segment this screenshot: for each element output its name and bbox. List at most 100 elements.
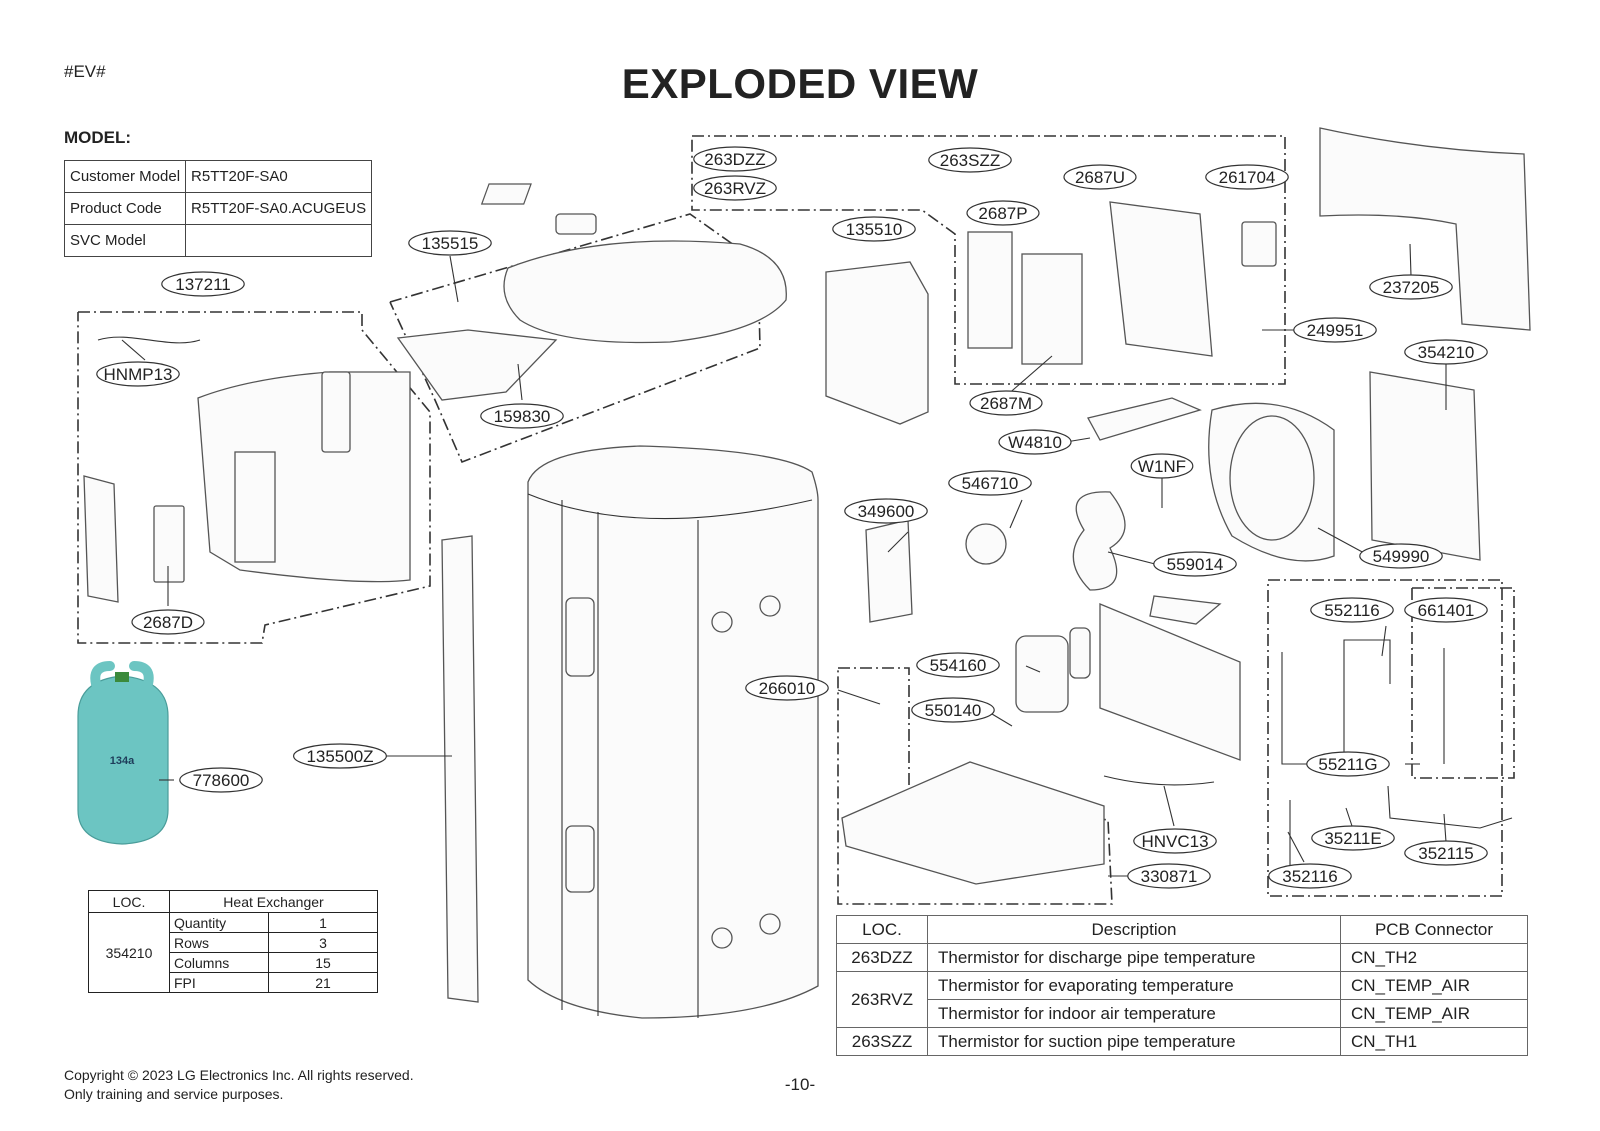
- callout-label: 266010: [759, 679, 816, 698]
- display-pcb-part: [153, 505, 185, 583]
- heater-cable-part: [1103, 775, 1215, 786]
- model-table: Customer Model R5TT20F-SA0 Product Code …: [63, 160, 373, 257]
- hx-value: 15: [268, 952, 378, 973]
- water-fitting-part: [711, 927, 733, 949]
- callout-label: 159830: [494, 407, 551, 426]
- callout-263szz: 263SZZ: [928, 147, 1012, 173]
- group-outline-side-cover: [77, 311, 431, 644]
- control-box-part: [825, 261, 929, 425]
- callout-2687u: 2687U: [1063, 164, 1137, 190]
- thermistor-row: 263DZZ Thermistor for discharge pipe tem…: [836, 943, 1528, 972]
- callout-w4810: W4810: [998, 429, 1072, 455]
- callout-354210: 354210: [1404, 339, 1488, 365]
- callout-554160: 554160: [916, 652, 1000, 678]
- top-bracket-part: [480, 183, 532, 205]
- model-value: R5TT20F-SA0.ACUGEUS: [185, 192, 373, 225]
- callout-661401: 661401: [1404, 597, 1488, 623]
- model-row: Product Code R5TT20F-SA0.ACUGEUS: [63, 192, 373, 225]
- piping-assembly-part: [1281, 639, 1391, 765]
- callout-label: 778600: [193, 771, 250, 790]
- thermistor-row: 263SZZ Thermistor for suction pipe tempe…: [836, 1027, 1528, 1056]
- callout-label: 263SZZ: [940, 151, 1000, 170]
- model-value: [185, 224, 373, 257]
- callout-2687d: 2687D: [131, 609, 205, 635]
- cabinet-rear-part: [1319, 127, 1531, 331]
- callout-label: 261704: [1219, 168, 1276, 187]
- callout-label: 2687M: [980, 394, 1032, 413]
- model-key: Product Code: [63, 192, 187, 225]
- thermistor-header-row: LOC. Description PCB Connector: [836, 915, 1528, 944]
- water-fitting-part: [759, 595, 781, 617]
- group-outline-valve: [1411, 587, 1515, 779]
- motor-bracket-part: [1087, 397, 1202, 441]
- callout-261704: 261704: [1205, 164, 1289, 190]
- water-fitting-part: [759, 913, 781, 935]
- thermistor-header: LOC.: [836, 915, 928, 944]
- callout-label: 559014: [1167, 555, 1224, 574]
- main-pcb-part: [967, 231, 1013, 349]
- callout-label: W1NF: [1138, 457, 1186, 476]
- callout-label: 137211: [175, 275, 230, 294]
- front-strip-part: [441, 535, 479, 1003]
- callout-hnvc13: HNVC13: [1133, 828, 1217, 854]
- callout-263rvz: 263RVZ: [693, 175, 777, 201]
- thermistor-connector: CN_TEMP_AIR: [1340, 971, 1528, 1000]
- pcb-bracket-part: [1109, 201, 1213, 357]
- hx-loc-header: LOC.: [88, 890, 170, 913]
- callout-label: 330871: [1141, 867, 1198, 886]
- thermistor-row: Thermistor for indoor air temperature CN…: [837, 999, 1528, 1028]
- callout-35211e: 35211E: [1311, 825, 1395, 851]
- callout-label: 263RVZ: [704, 179, 766, 198]
- callout-label: 263DZZ: [704, 150, 765, 169]
- thermistor-loc: 263RVZ: [836, 971, 928, 1028]
- control-panel-part: [234, 451, 276, 563]
- callout-label: 237205: [1383, 278, 1440, 297]
- callout-552116: 552116: [1310, 597, 1394, 623]
- side-cover-part: [197, 371, 411, 583]
- drain-plate-part: [1149, 595, 1222, 625]
- thermistor-description: Thermistor for evaporating temperature: [927, 971, 1341, 1000]
- side-panel-part: [83, 475, 119, 603]
- model-row: Customer Model R5TT20F-SA0: [63, 160, 373, 193]
- can-label: 134a: [110, 755, 135, 767]
- group-outline-piping: [1267, 579, 1503, 897]
- water-fitting-part: [711, 611, 733, 633]
- callout-549990: 549990: [1359, 543, 1443, 569]
- discharge-pipe-part: [1387, 785, 1513, 829]
- hx-value: 21: [268, 972, 378, 993]
- callout-55211g: 55211G: [1306, 751, 1390, 777]
- callout-135510: 135510: [832, 216, 916, 242]
- thermistor-description: Thermistor for indoor air temperature: [927, 999, 1341, 1028]
- callout-135500z: 135500Z: [293, 743, 388, 769]
- fan-motor-part: [965, 523, 1007, 565]
- callout-label: W4810: [1008, 433, 1062, 452]
- callout-label: 554160: [930, 656, 987, 675]
- callout-266010: 266010: [745, 675, 829, 701]
- hx-name: Rows: [169, 932, 269, 953]
- tank-cabinet-part: [527, 445, 819, 1019]
- callout-349600: 349600: [844, 498, 928, 524]
- hx-loc: 354210: [88, 912, 170, 993]
- callout-135515: 135515: [408, 230, 492, 256]
- fan-blade-part: [1072, 491, 1126, 591]
- accumulator-part: [1069, 627, 1091, 679]
- callout-label: 354210: [1418, 343, 1475, 362]
- hx-name: Quantity: [169, 912, 269, 933]
- callout-546710: 546710: [948, 470, 1032, 496]
- inverter-pcb-part: [1021, 253, 1083, 365]
- callout-label: 2687P: [978, 204, 1027, 223]
- callout-label: 661401: [1418, 601, 1475, 620]
- thermistor-connector: CN_TEMP_AIR: [1340, 999, 1528, 1028]
- inspection-window-part: [565, 597, 595, 677]
- wire-harness-part: [97, 336, 201, 344]
- model-row: SVC Model: [63, 224, 373, 257]
- top-gasket-part: [555, 213, 597, 235]
- hx-row: 354210 Quantity 1: [88, 912, 378, 993]
- callout-label: 550140: [925, 701, 982, 720]
- callout-550140: 550140: [911, 697, 995, 723]
- callout-layer: 263DZZ 263RVZ 263SZZ 2687U 261704 2687P 135510…: [96, 146, 1488, 889]
- partition-panel-part: [1099, 603, 1241, 761]
- inspection-window-part: [565, 825, 595, 893]
- callout-label: 352115: [1418, 844, 1473, 863]
